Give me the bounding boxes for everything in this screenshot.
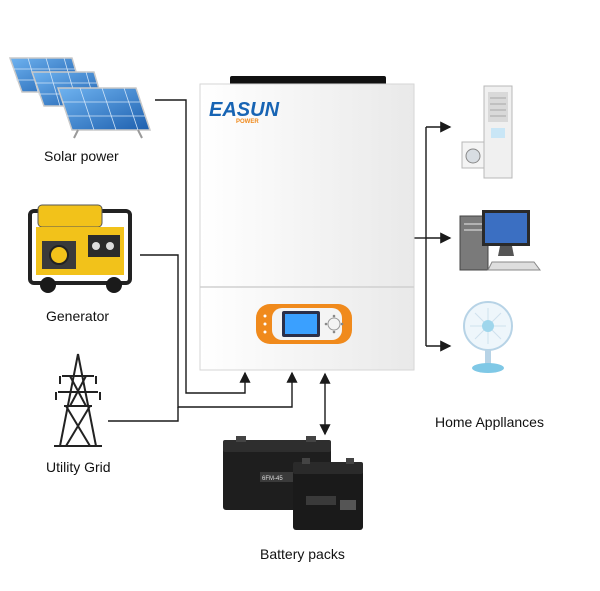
generator-icon <box>28 204 132 293</box>
battery-model-1: 6FM-45 <box>262 476 283 482</box>
battery-icon: 6FM-45 <box>223 436 363 530</box>
inverter-brand-sub: POWER <box>236 119 259 125</box>
fan-icon <box>463 301 513 373</box>
solar-power-label: Solar power <box>44 148 119 164</box>
connection-lines <box>108 99 452 436</box>
utility-grid-label: Utility Grid <box>46 459 111 475</box>
battery-packs-label: Battery packs <box>260 546 345 562</box>
solar-panels-icon <box>8 57 152 139</box>
power-tower-icon <box>54 353 102 447</box>
air-conditioner-icon <box>461 85 513 179</box>
solar-line <box>155 99 251 394</box>
desktop-computer-icon <box>459 210 541 271</box>
generator-label: Generator <box>46 308 110 324</box>
inverter-icon: EASUN POWER <box>199 76 415 371</box>
home-appliances-label: Home Appllances <box>435 414 544 430</box>
grid-line <box>108 407 179 422</box>
inverter-brand: EASUN <box>209 99 280 121</box>
